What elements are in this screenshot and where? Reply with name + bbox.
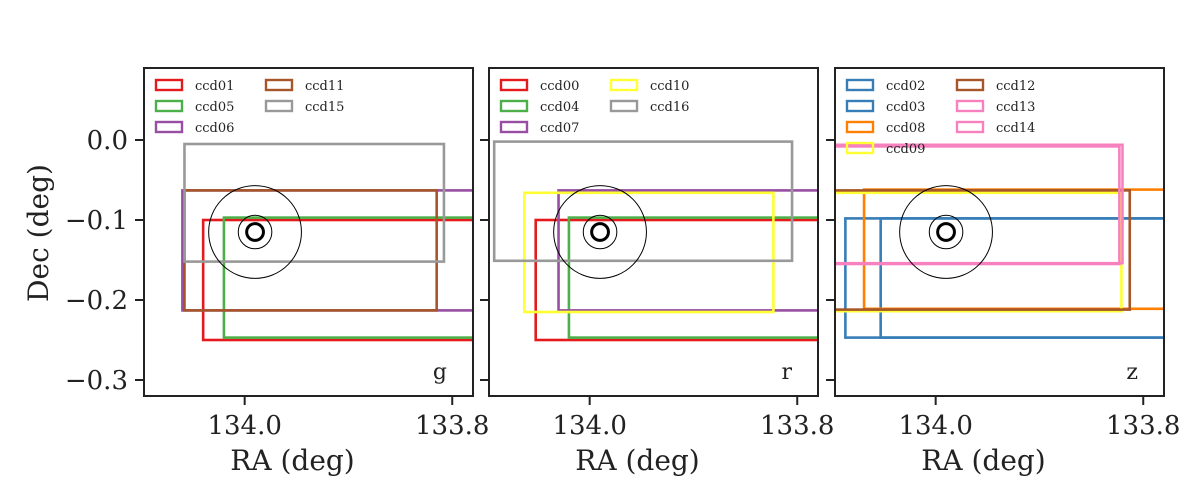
ccd-footprint-ccd03 (879, 217, 1164, 339)
legend-label-ccd14: ccd14 (996, 121, 1035, 136)
target-circle-3 (936, 222, 956, 242)
x-axis-label: RA (deg) (575, 444, 699, 477)
ccd-footprint-ccd09 (835, 191, 1123, 313)
panel-g: ccd01 ccd05 ccd06 ccd11 ccd15 g 134.0 133.8 RA (… (65, 67, 489, 477)
target-circle-3 (590, 222, 610, 242)
legend: ccd02 ccd03 ccd08 ccd09 ccd12 ccd13 ccd14 (845, 78, 1035, 157)
target-circle-2 (582, 214, 618, 250)
x-tick-label: 134.0 (898, 411, 972, 441)
legend-label-ccd11: ccd11 (305, 79, 344, 94)
legend-swatch-ccd07 (499, 120, 529, 134)
legend-swatch-ccd11 (264, 78, 294, 92)
y-axis-label: Dec (deg) (22, 164, 55, 302)
ccd-footprint-ccd10 (522, 191, 775, 314)
ccd-footprint-ccd14 (835, 145, 1121, 266)
plot-area (181, 142, 473, 342)
plot-area (492, 140, 818, 342)
x-axis-label: RA (deg) (230, 444, 354, 477)
legend-swatch-ccd08 (845, 120, 875, 134)
target-circle-1 (899, 185, 993, 279)
legend-label-ccd04: ccd04 (540, 100, 579, 115)
target-circle-1 (208, 185, 302, 279)
ccd-footprint-ccd06 (181, 189, 473, 312)
y-tick-label: −0.3 (65, 366, 128, 396)
panel-r: ccd00 ccd04 ccd07 ccd10 ccd16 r 134.0 133.8 RA (… (480, 67, 834, 477)
legend-swatch-ccd01 (154, 78, 184, 92)
ccd-footprint-ccd15 (183, 142, 446, 263)
panel-z: ccd02 ccd03 ccd08 ccd09 ccd12 ccd13 ccd14 z 134.… (826, 67, 1180, 477)
legend-label-ccd13: ccd13 (996, 100, 1035, 115)
band-label-g: g (433, 360, 447, 385)
legend-label-ccd02: ccd02 (886, 79, 925, 94)
ccd-footprint-ccd02 (844, 217, 1164, 339)
legend-swatch-ccd14 (955, 120, 985, 134)
legend-swatch-ccd06 (154, 120, 184, 134)
ccd-footprint-ccd13 (835, 143, 1124, 265)
ccd-footprint-ccd08 (862, 188, 1164, 311)
legend-label-ccd03: ccd03 (886, 100, 925, 115)
x-tick-label: 133.8 (1106, 411, 1180, 441)
legend-label-ccd08: ccd08 (886, 121, 925, 136)
legend-label-ccd05: ccd05 (195, 100, 234, 115)
legend-swatch-ccd05 (154, 99, 184, 113)
band-label-z: z (1126, 360, 1138, 385)
legend: ccd01 ccd05 ccd06 ccd11 ccd15 (154, 78, 344, 136)
legend-swatch-ccd04 (499, 99, 529, 113)
legend-swatch-ccd09 (845, 141, 875, 155)
legend-label-ccd06: ccd06 (195, 121, 234, 136)
legend-swatch-ccd10 (609, 78, 639, 92)
legend-swatch-ccd03 (845, 99, 875, 113)
band-label-r: r (781, 360, 792, 385)
target-circle-2 (928, 214, 964, 250)
ccd-footprint-ccd11 (183, 189, 438, 312)
legend-swatch-ccd02 (845, 78, 875, 92)
legend-label-ccd07: ccd07 (540, 121, 579, 136)
ccd-footprint-ccd01 (201, 218, 473, 342)
ccd-footprint-ccd16 (492, 140, 794, 263)
x-tick-label: 133.8 (760, 411, 834, 441)
axes-frame (834, 67, 1165, 397)
ccd-footprint-ccd04 (567, 216, 818, 339)
axes-frame (143, 67, 474, 397)
ccd-footprint-ccd07 (557, 189, 818, 312)
legend-label-ccd16: ccd16 (650, 100, 689, 115)
target-circle-2 (237, 214, 273, 250)
target-circle-3 (245, 222, 265, 242)
legend-swatch-ccd12 (955, 78, 985, 92)
x-axis-label: RA (deg) (921, 444, 1045, 477)
axes-frame (488, 67, 819, 397)
legend-label-ccd10: ccd10 (650, 79, 689, 94)
y-tick-label: −0.1 (65, 206, 128, 236)
legend-label-ccd09: ccd09 (886, 142, 925, 157)
legend-label-ccd12: ccd12 (996, 79, 1035, 94)
ccd-footprint-ccd05 (222, 216, 473, 339)
x-tick-label: 134.0 (207, 411, 281, 441)
x-tick-label: 133.8 (415, 411, 489, 441)
legend: ccd00 ccd04 ccd07 ccd10 ccd16 (499, 78, 689, 136)
legend-swatch-ccd00 (499, 78, 529, 92)
legend-label-ccd01: ccd01 (195, 79, 234, 94)
legend-swatch-ccd16 (609, 99, 639, 113)
legend-swatch-ccd13 (955, 99, 985, 113)
target-circle-1 (553, 185, 647, 279)
legend-label-ccd15: ccd15 (305, 100, 344, 115)
y-tick-label: −0.2 (65, 286, 128, 316)
plot-area (835, 143, 1164, 339)
legend-label-ccd00: ccd00 (540, 79, 579, 94)
ccd-footprint-ccd12 (835, 189, 1132, 311)
legend-swatch-ccd15 (264, 99, 294, 113)
ccd-footprint-ccd00 (534, 218, 818, 342)
y-tick-label: 0.0 (87, 126, 128, 156)
x-tick-label: 134.0 (552, 411, 626, 441)
